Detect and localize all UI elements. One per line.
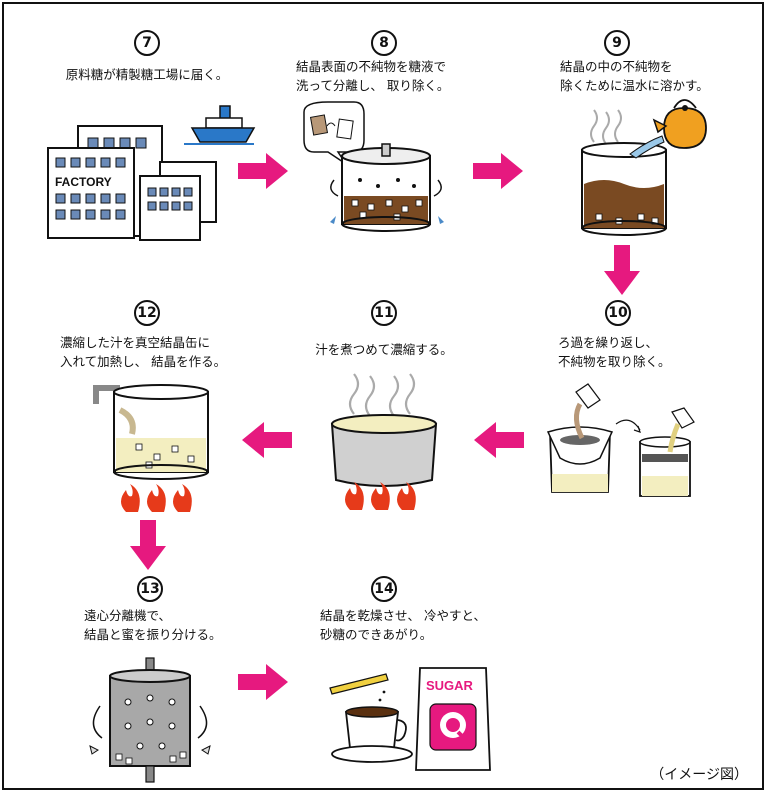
image-note: （イメージ図） <box>650 767 748 783</box>
flame-icon <box>121 484 192 512</box>
arrow-down-icon <box>130 520 166 570</box>
arrow-down-icon <box>604 245 640 295</box>
dissolving-tank-illustration <box>581 99 707 236</box>
step-12-caption: 濃縮した汁を真空結晶缶に 入れて加熱し、 結晶を作る。 <box>60 335 227 369</box>
factory-illustration: FACTORY <box>47 105 256 241</box>
svg-text:SUGAR: SUGAR <box>426 678 474 693</box>
arrow-right-icon <box>238 664 288 700</box>
step-9-number: 9 <box>604 30 630 56</box>
step-7-caption: 原料糖が精製糖工場に届く。 <box>65 67 229 82</box>
step-10-caption: ろ過を繰り返し、 不純物を取り除く。 <box>558 335 671 369</box>
step-11-number: 11 <box>371 300 397 326</box>
arrow-right-icon <box>238 153 288 189</box>
vacuum-pan-illustration <box>93 384 209 512</box>
step-14-number: 14 <box>371 576 397 602</box>
flame-icon <box>345 482 416 510</box>
sugar-bag-icon: SUGAR <box>415 667 491 771</box>
kettle-icon <box>652 99 707 149</box>
arrow-left-icon <box>242 422 292 458</box>
filtration-illustration <box>546 383 695 497</box>
step-9-caption: 結晶の中の不純物を 除くために温水に溶かす。 <box>560 59 709 93</box>
step-13-caption: 遠心分離機で、 結晶と蜜を振り分ける。 <box>84 608 222 642</box>
step-10-number: 10 <box>605 300 631 326</box>
factory-label: FACTORY <box>55 175 112 189</box>
arrow-left-icon <box>474 422 524 458</box>
arrow-right-icon <box>473 153 523 189</box>
boiling-pot-illustration <box>330 373 438 510</box>
step-12-number: 12 <box>134 300 160 326</box>
coffee-and-sugar-illustration: SUGAR <box>329 667 491 771</box>
washing-drum-illustration <box>303 101 444 232</box>
step-14-caption: 結晶を乾燥させ、 冷やすと、 砂糖のできあがり。 <box>320 608 486 642</box>
step-7-number: 7 <box>134 30 160 56</box>
step-11-caption: 汁を煮つめて濃縮する。 <box>315 342 453 357</box>
centrifuge-illustration <box>89 657 211 783</box>
step-8-number: 8 <box>371 30 397 56</box>
step-8-caption: 結晶表面の不純物を糖液で 洗って分離し、 取り除く。 <box>296 59 450 93</box>
ship-icon <box>184 105 256 145</box>
step-13-number: 13 <box>137 576 163 602</box>
